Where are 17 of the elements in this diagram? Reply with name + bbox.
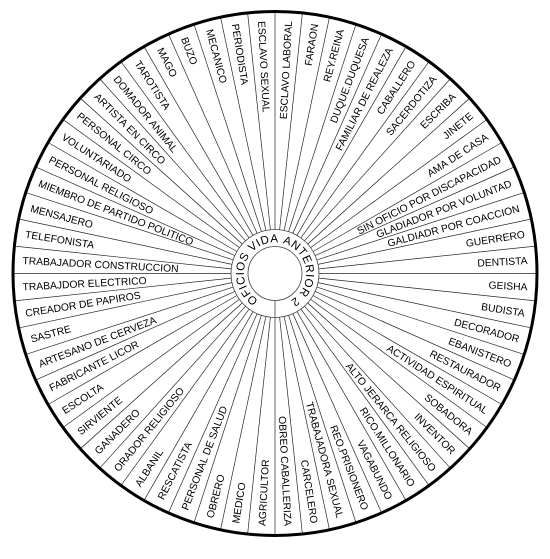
sector-label: ESCLAVO LABORAL: [280, 22, 292, 119]
sector-label: TRABAJDOR ELECTRICO: [22, 277, 146, 290]
sector-label: AGRICULTOR: [258, 460, 269, 526]
sector-label: PERIODISTA: [232, 24, 248, 86]
sector-label: TRABAJADOR CONSTRUCCION: [22, 256, 178, 272]
sector-label: ESCLAVO SEXUAL: [258, 22, 270, 112]
sector-label: GEISHA: [489, 281, 528, 290]
sector-label: DENTISTA: [478, 257, 528, 267]
sector-label: BUZO: [181, 37, 197, 64]
sector-label: MEDICO: [232, 482, 246, 523]
sector-label: OBREO CABALLERIZA: [278, 416, 292, 526]
sector-label: OBRERO: [207, 474, 224, 518]
sector-label: BUDISTA: [482, 303, 524, 317]
sector-label: SASTRE: [31, 325, 72, 342]
sector-label: CREADOR DE PAPIROS: [26, 292, 140, 316]
sector-label: GUERRERO: [466, 231, 524, 246]
sector-label: FARAON: [304, 24, 318, 66]
